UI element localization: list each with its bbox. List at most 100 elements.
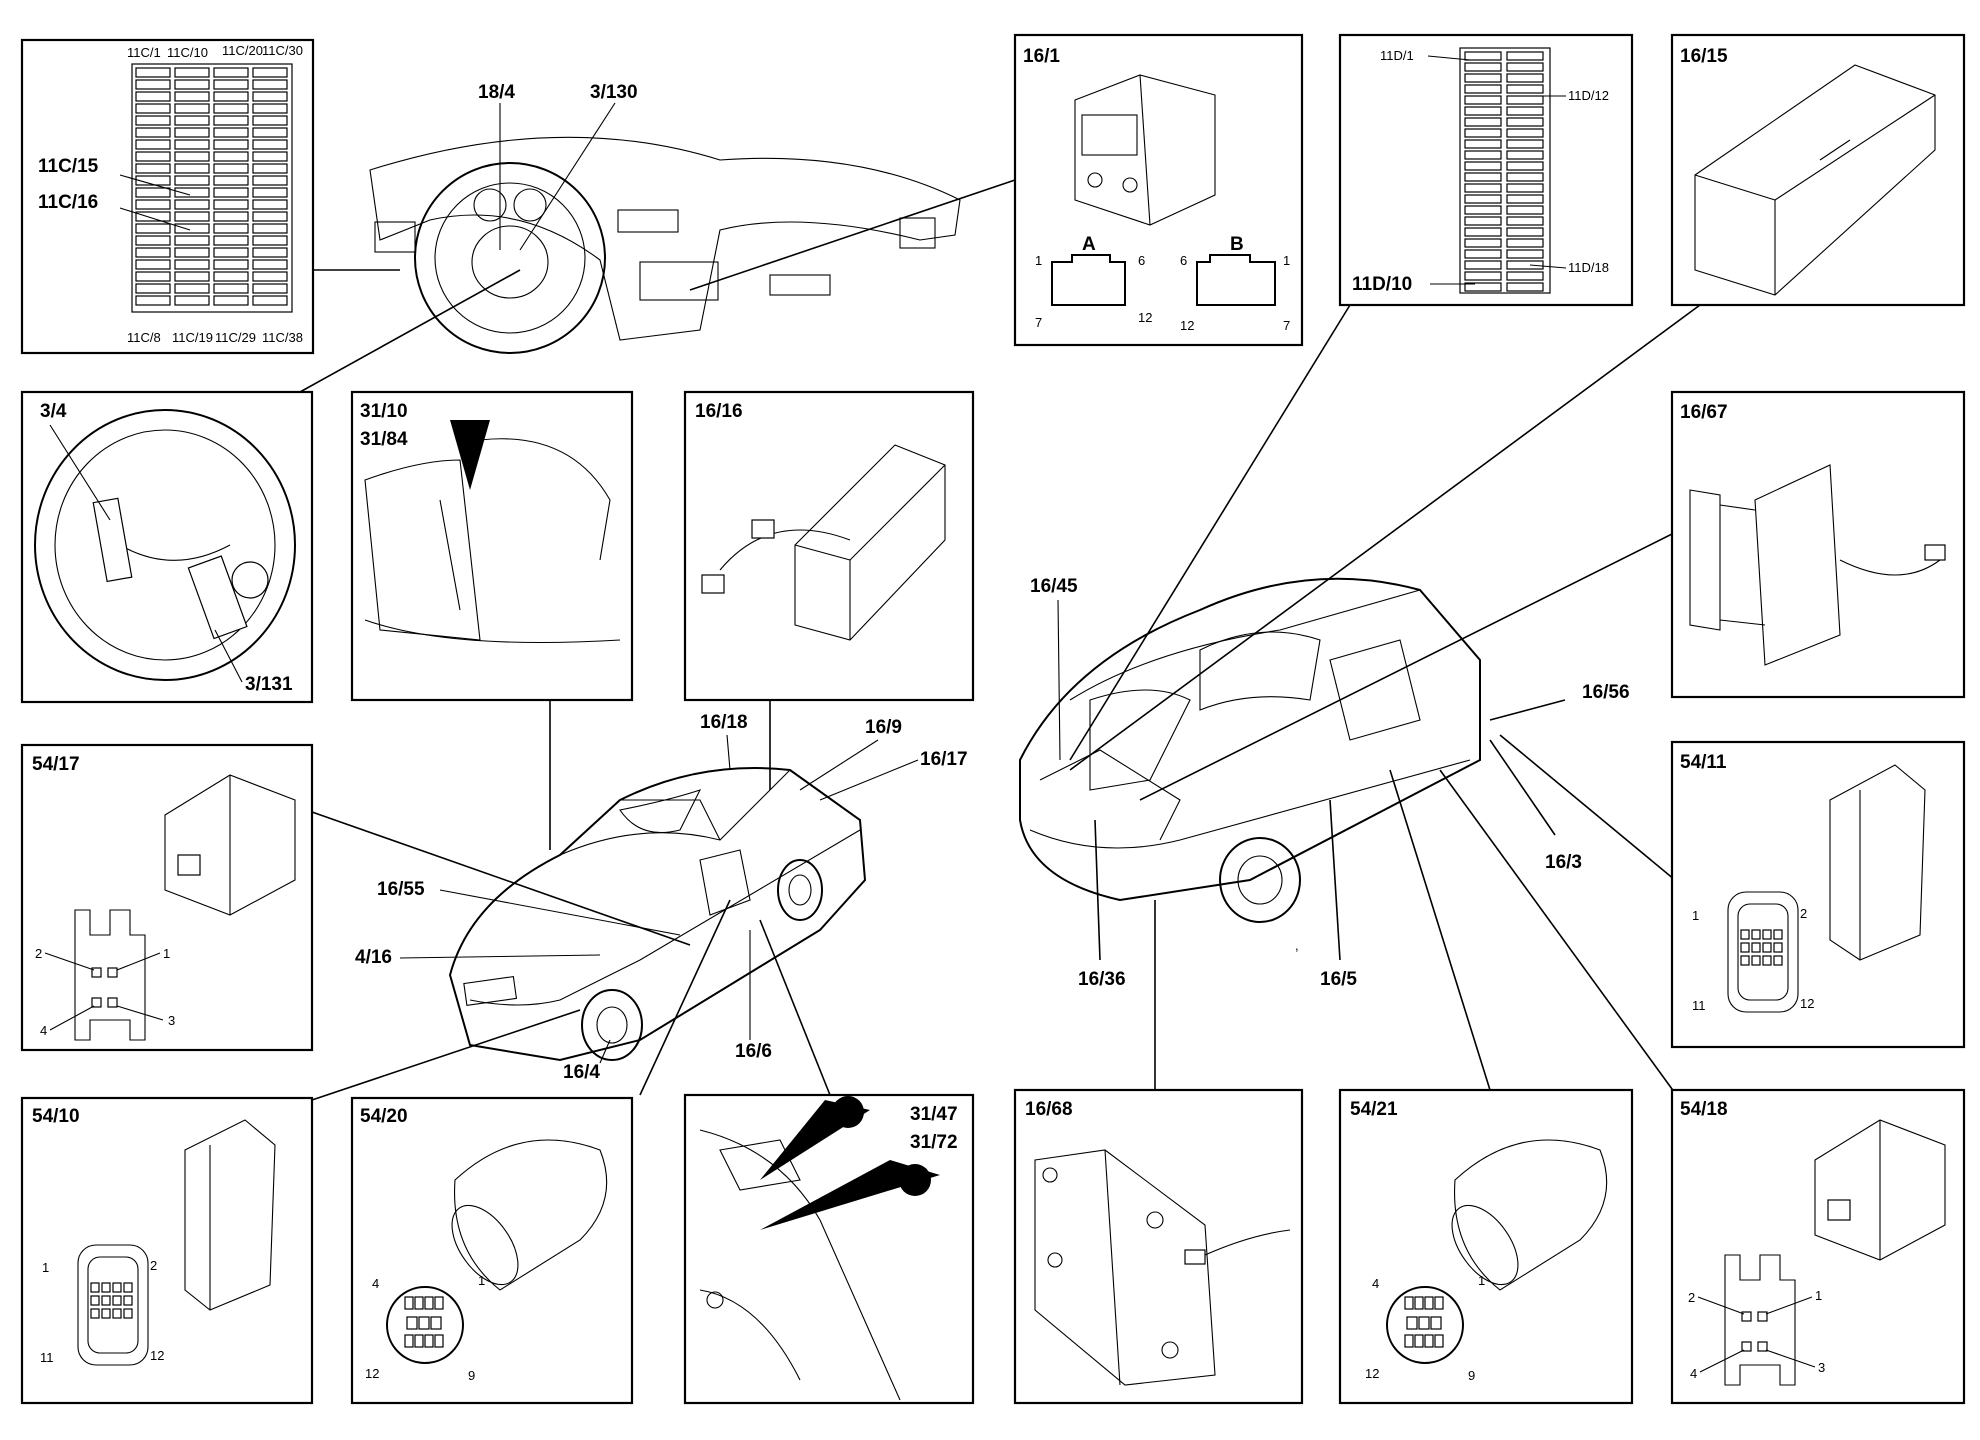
pin-cavity xyxy=(418,1316,430,1330)
radio-b-pin-1: 1 xyxy=(1283,253,1290,268)
fuse-slot xyxy=(174,235,210,246)
fuse-slot xyxy=(1464,194,1502,204)
car-16-6-label: 16/6 xyxy=(735,1041,772,1062)
fuse-slot xyxy=(174,295,210,306)
fuse-slot xyxy=(213,247,249,258)
fuse-slot xyxy=(135,103,171,114)
fuse-slot xyxy=(1506,183,1544,193)
fuse-slot xyxy=(135,199,171,210)
fuse-slot xyxy=(1464,161,1502,171)
fuse-slot xyxy=(252,127,288,138)
fuse-slot xyxy=(174,103,210,114)
pin-cavity xyxy=(424,1334,434,1348)
fuse-slot xyxy=(252,283,288,294)
fuse-slot xyxy=(213,211,249,222)
pin-cavity xyxy=(434,1334,444,1348)
fuse-slot xyxy=(1464,84,1502,94)
module-16-16-panel: 16/16 xyxy=(683,390,975,702)
fuse-11c-10-label: 11C/10 xyxy=(167,45,208,60)
pin-cavity xyxy=(90,1282,100,1293)
fuse-slot xyxy=(252,175,288,186)
fuse-slot xyxy=(213,67,249,78)
conn-54-21-pin-1: 1 xyxy=(1478,1273,1485,1288)
fuse-slot xyxy=(1506,139,1544,149)
conn-54-10-pin-2: 2 xyxy=(150,1258,157,1273)
fuse-slot xyxy=(213,199,249,210)
pin-cavity xyxy=(112,1308,122,1319)
pin-cavity xyxy=(1751,929,1761,940)
pin-cavity xyxy=(1762,955,1772,966)
pin-cavity xyxy=(1424,1334,1434,1348)
fuse-slot xyxy=(1464,227,1502,237)
module-16-15-title: 16/15 xyxy=(1680,46,1728,67)
fuse-slot xyxy=(174,163,210,174)
pin-cavity xyxy=(90,1295,100,1306)
pin-cavity xyxy=(406,1316,418,1330)
pin-cavity xyxy=(404,1296,414,1310)
radio-16-1-title: 16/1 xyxy=(1023,46,1060,67)
pin-cavity xyxy=(404,1334,414,1348)
fuse-slot xyxy=(1506,62,1544,72)
dash-18-4-label: 18/4 xyxy=(478,82,515,103)
fuse-slot xyxy=(252,295,288,306)
connector-54-21-title: 54/21 xyxy=(1350,1099,1398,1120)
fuse-slot xyxy=(213,103,249,114)
connector-54-11-panel: 54/11 1 2 11 12 xyxy=(1670,740,1966,1049)
pin-cavity xyxy=(1434,1334,1444,1348)
fuse-11c-15-label: 11C/15 xyxy=(38,156,99,177)
radio-conn-a-label: A xyxy=(1082,234,1096,255)
radio-a-pin-1: 1 xyxy=(1035,253,1042,268)
fuse-slot xyxy=(252,259,288,270)
pin-cavity xyxy=(1740,929,1750,940)
fuse-slot xyxy=(1464,117,1502,127)
fuse-slot xyxy=(1464,271,1502,281)
conn-54-17-pin-2: 2 xyxy=(35,946,42,961)
fuse-slot xyxy=(213,271,249,282)
fuse-slot xyxy=(1506,216,1544,226)
ground-31-47-label: 31/47 xyxy=(910,1104,958,1125)
fuse-slot xyxy=(213,139,249,150)
steering-wheel-3-4-panel: 3/4 3/131 xyxy=(20,390,314,704)
fuse-slot xyxy=(174,151,210,162)
pin-cavity xyxy=(112,1282,122,1293)
fuse-slot xyxy=(1506,128,1544,138)
conn-54-21-pin-4: 4 xyxy=(1372,1276,1379,1291)
fuse-slot xyxy=(135,163,171,174)
fuse-11d-12-label: 11D/12 xyxy=(1568,88,1609,103)
fuse-slot xyxy=(252,211,288,222)
pin-cavity xyxy=(90,1308,100,1319)
module-16-15-panel: 16/15 xyxy=(1670,33,1966,307)
ground-31-47-panel: 31/47 31/72 xyxy=(683,1093,975,1405)
car-front-view: 16/18 16/9 16/17 16/55 4/16 16/4 16/6 xyxy=(355,712,968,1083)
radio-a-pin-6: 6 xyxy=(1138,253,1145,268)
fuse-11c-16-label: 11C/16 xyxy=(38,192,98,213)
fuse-slot xyxy=(174,271,210,282)
fuse-slot xyxy=(252,103,288,114)
fuse-11c-20-label: 11C/20 xyxy=(222,43,263,58)
fuse-slot xyxy=(1506,194,1544,204)
pin-cavity xyxy=(101,1295,111,1306)
pin-cavity xyxy=(434,1296,444,1310)
fuse-slot xyxy=(135,187,171,198)
fuse-slot xyxy=(1506,249,1544,259)
connector-54-10-title: 54/10 xyxy=(32,1106,80,1127)
fuse-slot xyxy=(174,79,210,90)
radio-conn-b-label: B xyxy=(1230,234,1244,255)
fuse-slot xyxy=(174,199,210,210)
module-16-68-title: 16/68 xyxy=(1025,1099,1073,1120)
fuse-slot xyxy=(1464,260,1502,270)
connector-54-20-title: 54/20 xyxy=(360,1106,408,1127)
connector-54-20-panel: 54/20 4 1 12 9 xyxy=(350,1096,634,1405)
fuse-slot xyxy=(1464,62,1502,72)
steering-3-4-title: 3/4 xyxy=(40,401,67,422)
conn-54-17-pin-3: 3 xyxy=(168,1013,175,1028)
conn-54-18-pin-4: 4 xyxy=(1690,1366,1697,1381)
fuse-11d-18-label: 11D/18 xyxy=(1568,260,1609,275)
pin-cavity xyxy=(1404,1334,1414,1348)
fuse-slot xyxy=(1506,227,1544,237)
fuse-slot xyxy=(174,139,210,150)
pin-cavity xyxy=(112,1295,122,1306)
fuse-slot xyxy=(1464,139,1502,149)
conn-54-20-pin-9: 9 xyxy=(468,1368,475,1383)
steering-3-131-label: 3/131 xyxy=(245,674,293,695)
